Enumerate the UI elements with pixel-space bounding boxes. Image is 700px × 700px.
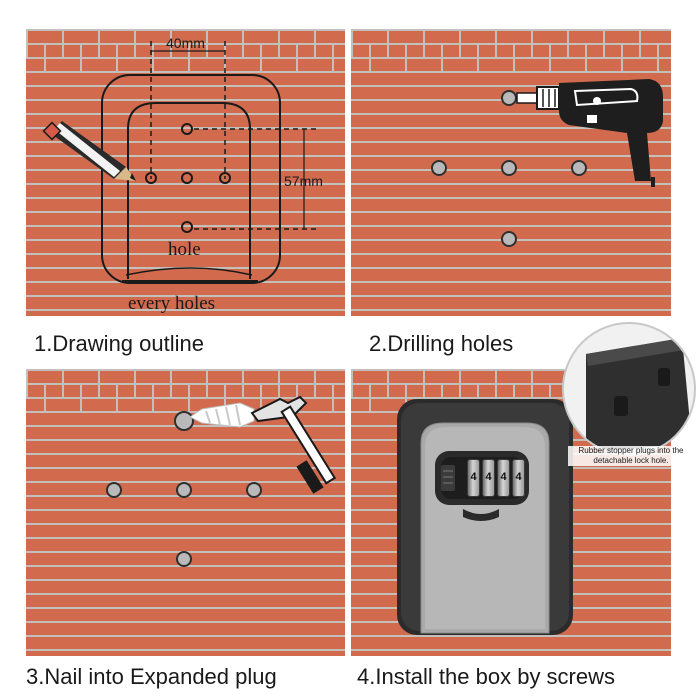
drilled-hole (501, 90, 517, 106)
outline-drawing (42, 41, 316, 284)
drilled-hole (501, 160, 517, 176)
nail-illustration (174, 395, 337, 494)
combination-dial: 4 (497, 459, 510, 497)
every-holes-label: every holes (128, 293, 216, 314)
step-3-caption: 3.Nail into Expanded plug (26, 664, 277, 689)
drilled-hole (106, 482, 122, 498)
step-1-caption: 1.Drawing outline (34, 331, 204, 356)
stopper-note: Rubber stopper plugs into the detachable… (568, 446, 694, 466)
drilled-hole (571, 160, 587, 176)
combination-dial: 4 (467, 459, 480, 497)
step-2-panel (351, 29, 671, 316)
stopper-closeup (562, 322, 696, 456)
drilled-hole (246, 482, 262, 498)
width-measurement: 40mm (166, 35, 205, 51)
step-4-panel: 4 4 4 4 (351, 369, 671, 656)
wall-plug-icon (189, 402, 255, 428)
combination-dial: 4 (512, 459, 525, 497)
pencil-icon (42, 121, 136, 181)
drilled-hole (431, 160, 447, 176)
hammer-icon (250, 395, 337, 494)
step-4-caption: 4.Install the box by screws (357, 664, 616, 689)
height-measurement: 57mm (284, 173, 323, 189)
combination-dial: 4 (482, 459, 495, 497)
step-1-panel: 40mm 57mm hole every holes (26, 29, 345, 316)
drilled-hole (176, 551, 192, 567)
drilled-hole (176, 482, 192, 498)
drill-icon (516, 79, 663, 187)
hole-label: hole (168, 239, 201, 260)
drilled-hole (501, 231, 517, 247)
step-3-panel (26, 369, 345, 656)
step-2-caption: 2.Drilling holes (369, 331, 514, 356)
